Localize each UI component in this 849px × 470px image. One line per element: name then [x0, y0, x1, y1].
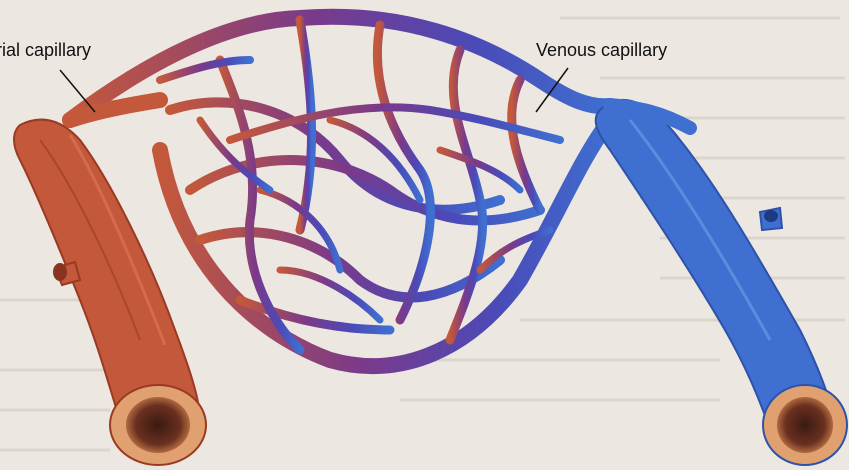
venous-capillary-label: Venous capillary	[536, 40, 667, 61]
arterial-capillary-label: rial capillary	[0, 40, 91, 61]
venule	[596, 100, 847, 465]
